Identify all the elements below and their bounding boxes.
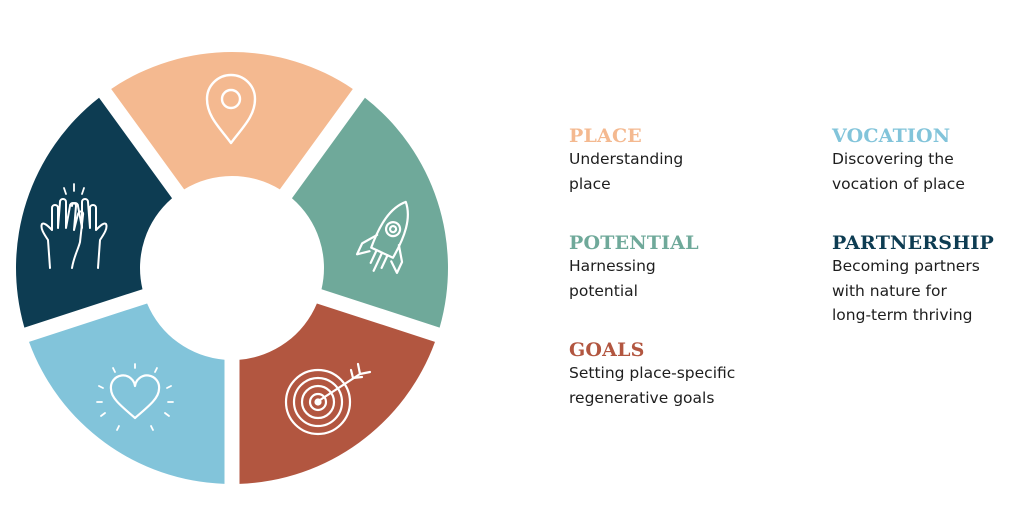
target-arrow-icon bbox=[284, 362, 372, 436]
segment-place bbox=[111, 51, 353, 190]
item-place: PLACE Understanding place bbox=[569, 125, 759, 196]
heart-icon bbox=[96, 363, 174, 431]
item-partnership: PARTNERSHIP Becoming partners with natur… bbox=[832, 232, 1022, 328]
item-partnership-desc: Becoming partners with nature for long-t… bbox=[832, 257, 980, 324]
item-partnership-title: PARTNERSHIP bbox=[832, 232, 994, 254]
item-vocation-title: VOCATION bbox=[832, 125, 951, 147]
item-goals: GOALS Setting place-specific regenerativ… bbox=[569, 339, 759, 410]
item-place-desc: Understanding place bbox=[569, 150, 684, 193]
item-potential-desc: Harnessing potential bbox=[569, 257, 656, 300]
rocket-icon bbox=[355, 200, 409, 274]
item-vocation: VOCATION Discovering the vocation of pla… bbox=[832, 125, 1022, 196]
cycle-wheel bbox=[16, 51, 448, 484]
location-pin-icon bbox=[205, 73, 257, 145]
segment-potential bbox=[291, 97, 448, 328]
item-potential: POTENTIAL Harnessing potential bbox=[569, 232, 759, 303]
item-potential-title: POTENTIAL bbox=[569, 232, 699, 254]
item-place-title: PLACE bbox=[569, 125, 642, 147]
high-five-hands-icon bbox=[40, 183, 108, 269]
segment-vocation bbox=[29, 303, 225, 484]
item-goals-title: GOALS bbox=[569, 339, 645, 361]
segment-partnership bbox=[16, 97, 173, 328]
segment-goals bbox=[239, 303, 435, 484]
item-vocation-desc: Discovering the vocation of place bbox=[832, 150, 965, 193]
item-goals-desc: Setting place-specific regenerative goal… bbox=[569, 364, 736, 407]
